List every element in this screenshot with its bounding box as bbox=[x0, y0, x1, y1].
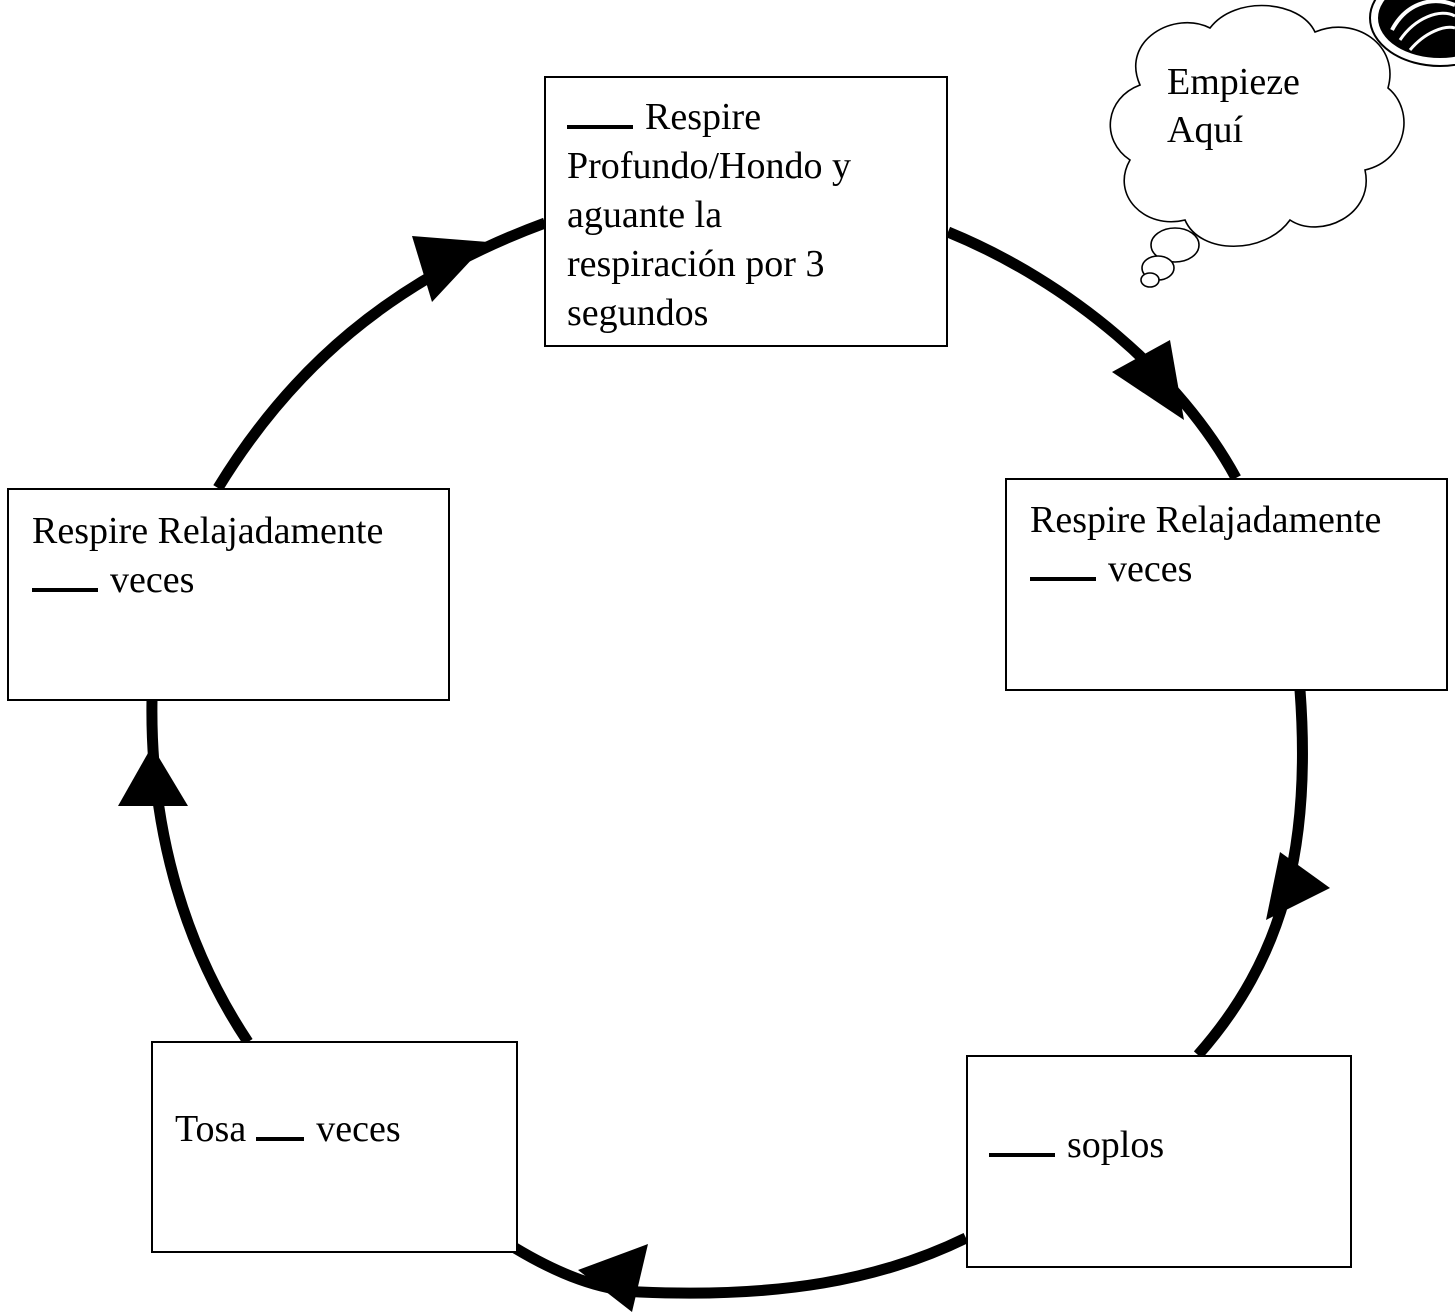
fill-in-blank[interactable] bbox=[1030, 547, 1096, 581]
fill-in-blank[interactable] bbox=[256, 1107, 305, 1141]
connector-left-upper bbox=[213, 217, 547, 491]
connector-bottom bbox=[512, 1233, 969, 1299]
start-note-line: Aquí bbox=[1167, 109, 1243, 151]
step-label: respiración por 3 bbox=[567, 243, 825, 285]
fill-in-blank[interactable] bbox=[567, 95, 633, 129]
arrowhead-icon bbox=[1266, 852, 1330, 920]
arrowhead-icon bbox=[578, 1244, 648, 1312]
step-label: veces bbox=[316, 1108, 401, 1150]
step-label: Respire Relajadamente bbox=[1030, 499, 1382, 541]
step-deep-breath-box: Respire Profundo/Hondo y aguante la resp… bbox=[544, 76, 948, 347]
fill-in-blank[interactable] bbox=[32, 558, 98, 592]
connector-top-right bbox=[945, 226, 1241, 481]
arrowhead-icon bbox=[412, 236, 488, 302]
step-relaxed-breathing-right-box: Respire Relajadamente veces bbox=[1005, 478, 1448, 691]
arrowhead-icon bbox=[1112, 340, 1184, 420]
step-label: soplos bbox=[1067, 1124, 1165, 1166]
step-label: aguante la bbox=[567, 194, 723, 236]
step-blows-box: soplos bbox=[966, 1055, 1352, 1268]
arrowhead-icon bbox=[118, 746, 188, 806]
step-label: segundos bbox=[567, 292, 709, 334]
step-label: Profundo/Hondo y bbox=[567, 145, 851, 187]
step-relaxed-breathing-left-box: Respire Relajadamente veces bbox=[7, 488, 450, 701]
start-here-note: Empieze Aquí bbox=[1167, 58, 1300, 154]
connector-left-lower bbox=[146, 699, 253, 1046]
step-cough-box: Tosa veces bbox=[151, 1041, 518, 1253]
thought-cloud-icon bbox=[1109, 4, 1405, 288]
logo-emblem-icon bbox=[1369, 0, 1455, 67]
step-label: Tosa bbox=[175, 1108, 247, 1150]
step-label: Respire Relajadamente bbox=[32, 510, 384, 552]
step-label: veces bbox=[1108, 548, 1193, 590]
step-label: veces bbox=[110, 559, 195, 601]
step-label: Respire bbox=[645, 96, 762, 138]
fill-in-blank[interactable] bbox=[989, 1123, 1055, 1157]
start-note-line: Empieze bbox=[1167, 61, 1300, 103]
